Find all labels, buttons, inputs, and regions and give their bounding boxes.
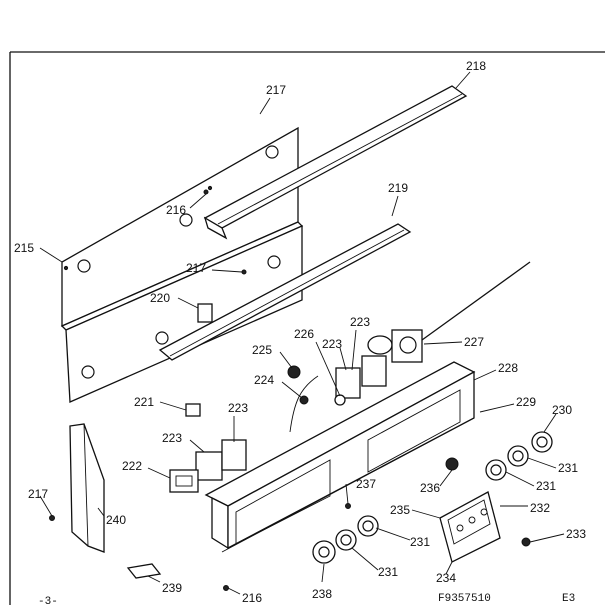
bracket-239	[126, 563, 162, 579]
knob-231-d	[335, 529, 357, 551]
label-215: 215	[14, 241, 34, 255]
label-219: 219	[388, 181, 408, 195]
screw-237	[345, 503, 351, 509]
clip-220	[197, 303, 213, 323]
label-217-top: 217	[266, 83, 286, 97]
terminal-block-222	[169, 469, 199, 493]
label-223-mid: 223	[322, 337, 342, 351]
bracket-219	[158, 223, 412, 361]
rear-panel-215	[60, 126, 304, 403]
label-223-left: 223	[228, 401, 248, 415]
switch-223-b	[335, 355, 387, 399]
label-224: 224	[254, 373, 274, 387]
frame	[9, 51, 605, 605]
knob-230	[531, 431, 553, 453]
label-223-top: 223	[350, 315, 370, 329]
timer-bezel-234	[439, 491, 501, 563]
label-216-top: 216	[166, 203, 186, 217]
label-228: 228	[498, 361, 518, 375]
control-panel-228	[204, 361, 476, 553]
revision-code: E3	[562, 593, 575, 605]
screws	[49, 189, 247, 591]
part-225	[287, 365, 301, 379]
label-220: 220	[150, 291, 170, 305]
label-232: 232	[530, 501, 550, 515]
knob-231-b	[485, 459, 507, 481]
lamp-221	[185, 403, 201, 417]
trim-bar-218	[203, 85, 468, 240]
label-231-right-a: 231	[558, 461, 578, 475]
label-227: 227	[464, 335, 484, 349]
side-panel-240	[69, 423, 105, 553]
label-230: 230	[552, 403, 572, 417]
switch-223-a	[195, 439, 247, 481]
label-236: 236	[420, 481, 440, 495]
page-number: -3-	[38, 596, 58, 608]
label-217-mid: 217	[186, 261, 206, 275]
label-229: 229	[516, 395, 536, 409]
knob-238	[312, 540, 336, 564]
label-233: 233	[566, 527, 586, 541]
label-235: 235	[390, 503, 410, 517]
label-231-low: 231	[378, 565, 398, 579]
footer: -3- F9357510 E3	[38, 593, 575, 608]
leader-lines	[39, 71, 565, 595]
thermostat-227	[367, 261, 531, 363]
label-217-low: 217	[28, 487, 48, 501]
part-226	[334, 394, 346, 406]
label-225: 225	[252, 343, 272, 357]
knob-236	[445, 457, 459, 471]
label-223-low: 223	[162, 431, 182, 445]
label-222: 222	[122, 459, 142, 473]
label-221: 221	[134, 395, 154, 409]
label-240: 240	[106, 513, 126, 527]
label-231-right-b: 231	[536, 479, 556, 493]
label-237: 237	[356, 477, 376, 491]
screw-233	[521, 537, 531, 547]
label-218: 218	[466, 59, 486, 73]
knob-231-c	[357, 515, 379, 537]
label-216-low: 216	[242, 591, 262, 605]
part-labels: 218 217 216 215 219 217 220 226 223 223 …	[14, 59, 586, 605]
wire-224	[289, 375, 319, 433]
label-234: 234	[436, 571, 456, 585]
knob-231-a	[507, 445, 529, 467]
catalog-number: F9357510	[438, 593, 491, 605]
label-239: 239	[162, 581, 182, 595]
label-231-mid: 231	[410, 535, 430, 549]
label-238: 238	[312, 587, 332, 601]
label-226: 226	[294, 327, 314, 341]
